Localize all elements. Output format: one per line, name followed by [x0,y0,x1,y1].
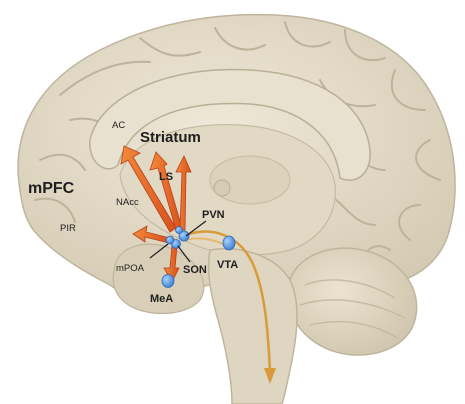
cortex-folds [34,21,441,271]
label-mpoa: mPOA [116,263,145,274]
arrow-to-mea [163,245,180,283]
nucleus-pvn [178,230,190,242]
arrow-to-ac [149,151,183,231]
label-pvn: PVN [202,209,225,221]
label-mea: MeA [150,293,173,305]
arrow-to-mpoa [132,225,171,244]
pathway-arrowhead [264,368,276,384]
projection-arrows [120,145,192,283]
nucleus-a [165,235,175,245]
nucleus-vta [222,235,236,251]
arrow-to-striatum [120,145,177,233]
label-pir: PIR [60,223,76,234]
arrow-to-ls [175,155,192,231]
label-striatum: Striatum [140,129,201,146]
descending-pathway [185,230,272,373]
label-mpfc: mPFC [28,180,75,197]
vta-pathway [185,237,226,246]
nucleus-b [175,226,183,234]
brainstem [207,248,298,404]
label-vta: VTA [217,259,238,271]
anterior-commissure [213,179,231,197]
label-ls: LS [159,171,173,183]
label-nacc: NAcc [116,197,139,208]
thalamus [209,155,291,205]
temporal-lobe [112,243,205,315]
nucleus-mea [161,274,175,288]
cerebellum-folia [299,279,406,339]
corpus-callosum [89,68,371,181]
label-son: SON [183,264,207,276]
label-ac: AC [112,120,125,131]
leader-lines [149,220,207,263]
